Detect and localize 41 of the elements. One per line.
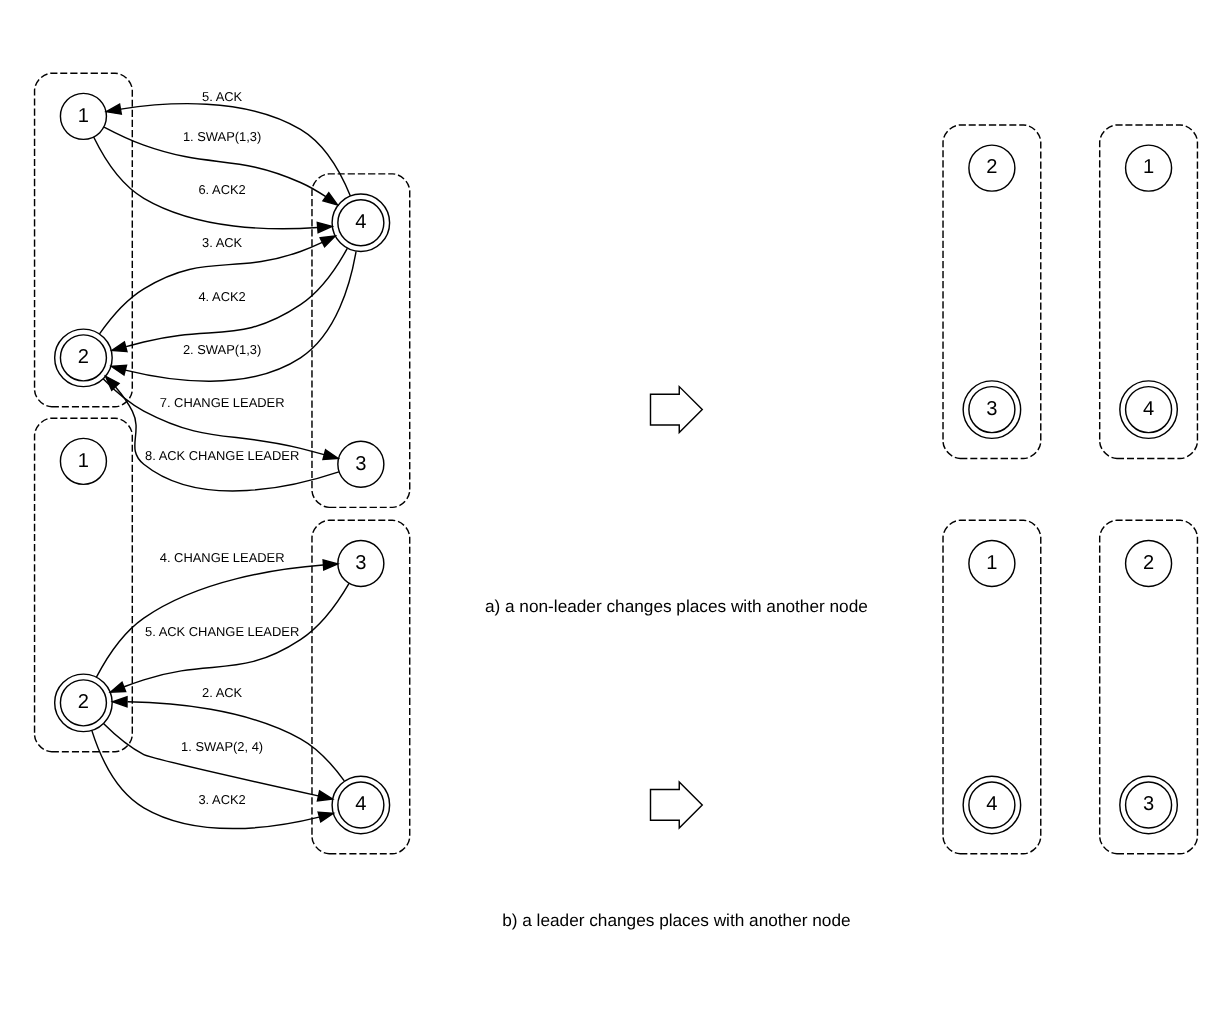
arrow xyxy=(110,694,346,781)
node-circle: 2 xyxy=(1124,538,1173,587)
node-circle: 3 xyxy=(337,538,385,587)
cluster xyxy=(942,518,1042,854)
arrow xyxy=(109,249,357,381)
node-circle: 2 xyxy=(53,672,113,732)
arrow xyxy=(98,234,338,334)
cluster xyxy=(33,71,133,407)
arrow xyxy=(92,135,335,233)
node-circle: 3 xyxy=(962,379,1022,439)
node-circle: 4 xyxy=(331,192,391,252)
arrow xyxy=(102,377,341,460)
node-circle: 2 xyxy=(53,327,113,387)
node-circle: 3 xyxy=(337,439,385,487)
node-circle: 4 xyxy=(1119,379,1179,439)
node-circle: 4 xyxy=(331,774,391,834)
node-arrow xyxy=(649,383,704,434)
arrow xyxy=(104,373,340,491)
node-arrow xyxy=(649,779,704,829)
arrow xyxy=(108,581,350,692)
label: b) a leader changes places with another node xyxy=(502,908,851,929)
node-circle: 1 xyxy=(968,538,1016,587)
node-circle: 4 xyxy=(962,774,1022,834)
cluster xyxy=(942,123,1042,459)
node-circle: 2 xyxy=(968,143,1016,191)
cluster xyxy=(311,518,411,854)
arrow xyxy=(103,722,335,801)
node-circle: 1 xyxy=(59,436,108,485)
arrow xyxy=(104,101,352,196)
node-circle: 1 xyxy=(1124,143,1173,191)
arrow xyxy=(95,557,340,677)
cluster xyxy=(1099,518,1199,854)
cluster xyxy=(311,172,411,508)
label: a) a non-leader changes places with another node xyxy=(484,595,868,616)
arrow xyxy=(109,246,348,352)
cluster xyxy=(33,416,133,752)
cluster xyxy=(1099,123,1199,459)
node-circle: 3 xyxy=(1119,774,1179,834)
arrow xyxy=(91,728,336,829)
arrow xyxy=(103,125,340,206)
node-circle: 1 xyxy=(59,91,108,140)
